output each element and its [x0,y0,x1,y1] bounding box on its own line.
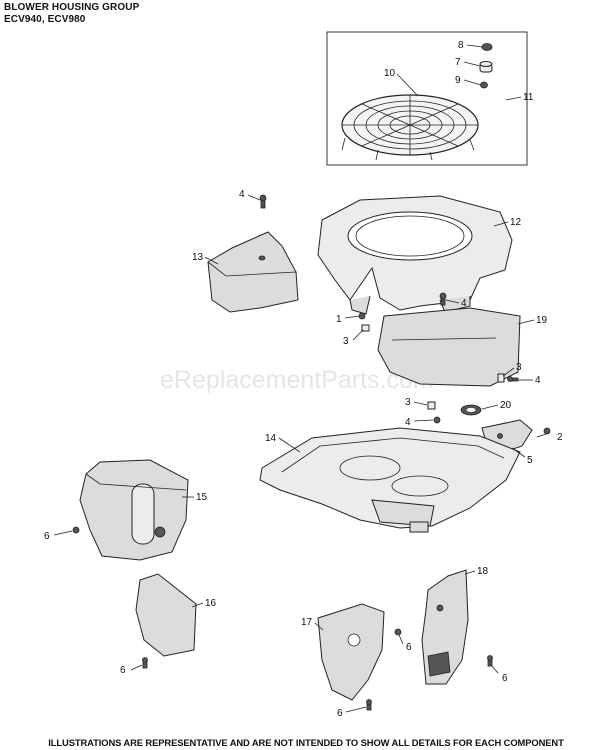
callout-5: 5 [527,455,533,466]
part-12-blower-housing [317,195,513,315]
watermark: eReplacementParts.com [160,366,434,394]
callout-18: 18 [477,566,489,577]
callout-20: 20 [500,400,512,411]
callout-numbers: 8 7 9 10 11 4 12 13 4 1 3 19 3 4 3 4 20 … [44,40,563,719]
callout-12: 12 [510,217,522,228]
callout-6-bottom: 6 [337,708,343,719]
callout-13: 13 [192,252,204,263]
callout-17: 17 [301,617,313,628]
callout-16: 16 [205,598,217,609]
callout-4-center: 4 [405,417,411,428]
part-9-screw [480,81,488,89]
leader-lines [53,44,550,713]
callout-19: 19 [536,315,548,326]
callout-14: 14 [265,433,277,444]
part-8-nut [481,43,493,51]
callout-8: 8 [458,40,464,51]
part-16-lower-panel [135,573,197,657]
callout-6-center: 6 [406,642,412,653]
part-10-grille [341,94,479,161]
part-7-spacer [479,61,493,73]
callout-15: 15 [196,492,208,503]
callout-4-top: 4 [239,189,245,200]
part-13-side-shroud [207,231,299,313]
part-20-grommet [460,404,482,416]
disclaimer-footer: ILLUSTRATIONS ARE REPRESENTATIVE AND ARE… [48,737,564,748]
grille-inset-box [326,31,528,166]
fasteners [72,194,519,711]
callout-6-left: 6 [44,531,50,542]
callout-11: 11 [523,92,534,103]
callout-3-center: 3 [405,397,411,408]
part-17-lower-bracket [317,603,385,701]
part-14-base-plate [259,427,521,533]
callout-1: 1 [336,314,342,325]
callout-9: 9 [455,75,461,86]
callout-4-right: 4 [535,375,541,386]
callout-7: 7 [455,57,461,68]
part-19-baffle [377,307,521,387]
callout-6-bottom-left: 6 [120,665,126,676]
callout-6-right: 6 [502,673,508,684]
part-2-screw [543,427,551,435]
callout-10: 10 [384,68,396,79]
callout-2: 2 [557,432,563,443]
callout-3-right: 3 [516,362,522,373]
callout-3-left: 3 [343,336,349,347]
callout-4-mid: 4 [461,298,467,309]
part-15-front-shroud [79,459,189,561]
part-18-side-bracket [421,569,469,685]
diagram-title: BLOWER HOUSING GROUP [4,2,140,13]
model-numbers: ECV940, ECV980 [4,14,86,25]
